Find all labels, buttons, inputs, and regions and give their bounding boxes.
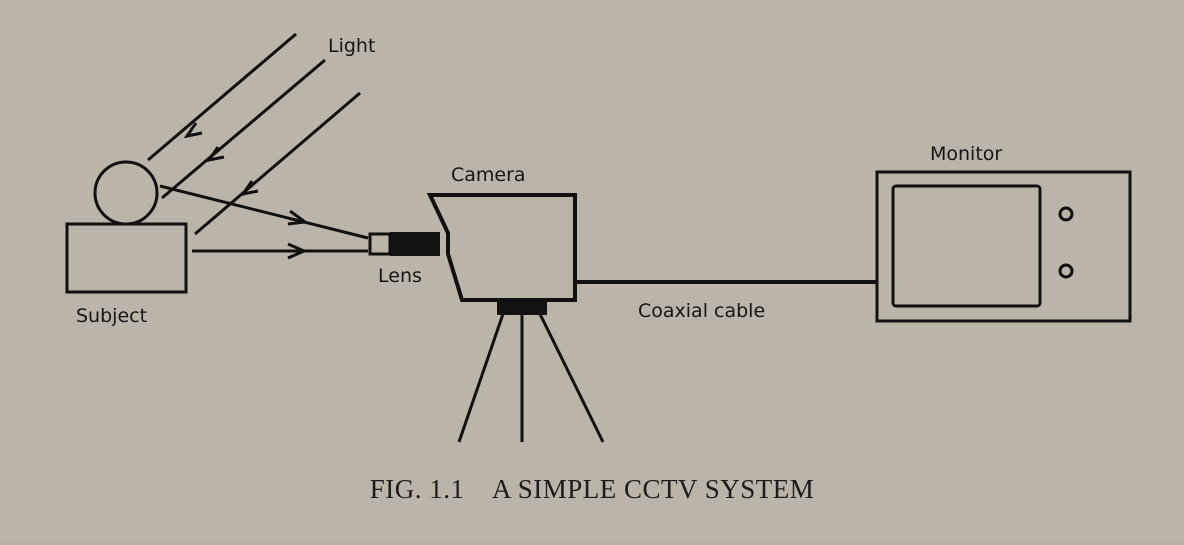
monitor-knob-top <box>1058 206 1074 222</box>
subject-box <box>65 222 188 294</box>
tripod-leg-left <box>457 313 505 443</box>
subject <box>65 160 188 294</box>
monitor-knob-bottom <box>1058 263 1074 279</box>
light-ray-3-arrowhead <box>239 180 259 197</box>
camera-body <box>426 193 577 302</box>
reflected-ray-lower-arrowhead <box>287 242 308 260</box>
monitor-case <box>875 170 1132 323</box>
camera <box>426 193 577 315</box>
light-ray-3 <box>194 91 361 236</box>
label-lens: Lens <box>378 265 422 287</box>
monitor-screen <box>891 184 1042 308</box>
light-rays <box>147 32 361 236</box>
lens-glass <box>368 232 392 256</box>
light-ray-2-arrowhead <box>205 146 225 163</box>
label-coaxial-cable: Coaxial cable <box>638 300 765 322</box>
label-light: Light <box>328 35 375 57</box>
label-subject: Subject <box>76 305 147 327</box>
tripod-leg-right <box>538 313 605 443</box>
camera-mount <box>497 301 547 315</box>
label-monitor: Monitor <box>930 143 1002 165</box>
figure-caption: FIG. 1.1 A SIMPLE CCTV SYSTEM <box>370 474 815 504</box>
subject-ball <box>93 160 159 226</box>
label-camera: Camera <box>451 164 526 186</box>
reflected-ray-upper-arrowhead <box>287 209 309 226</box>
reflected-ray-upper <box>159 184 369 240</box>
reflected-rays <box>159 184 369 260</box>
monitor <box>875 170 1132 323</box>
lens-barrel <box>390 232 440 256</box>
light-ray-1 <box>147 32 297 162</box>
light-ray-1-arrowhead <box>183 122 203 139</box>
tripod <box>457 313 605 443</box>
lens <box>368 232 440 256</box>
light-ray-2 <box>161 58 326 200</box>
